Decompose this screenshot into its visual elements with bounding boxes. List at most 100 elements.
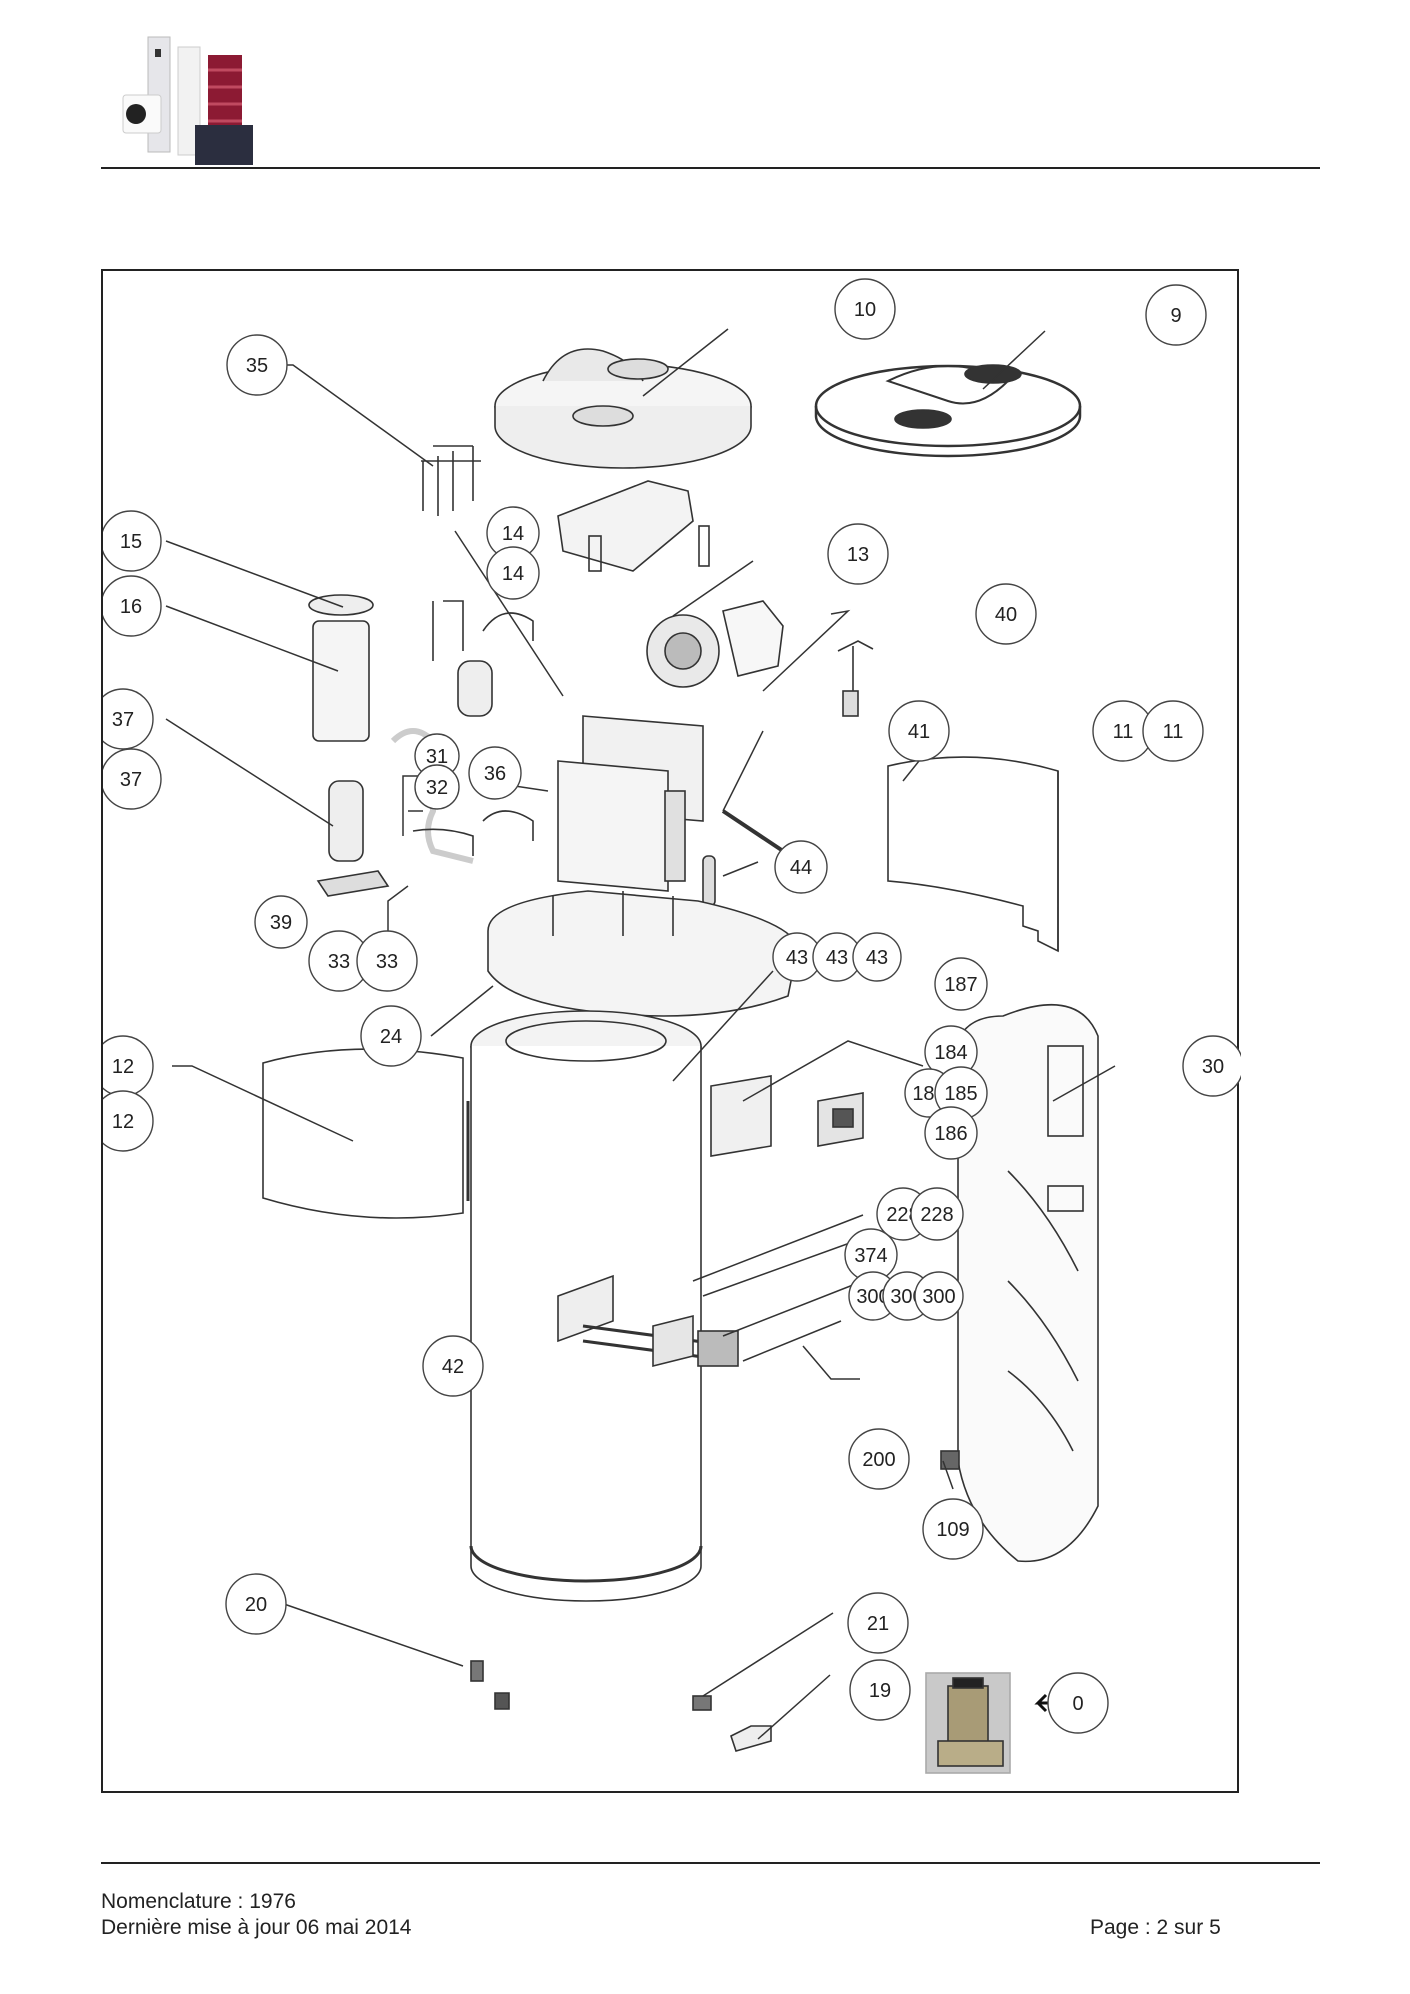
callout-label: 9 (1170, 305, 1181, 327)
callout-16: 16 (103, 575, 162, 637)
refrigerant-circuit (390, 600, 534, 864)
callout-circle (1182, 1035, 1241, 1097)
page-number: Page : 2 sur 5 (1090, 1916, 1221, 1939)
callout-label: 228 (920, 1204, 953, 1226)
callout-label: 41 (908, 721, 930, 743)
callout-circle (910, 1187, 964, 1241)
part-20 (470, 1660, 484, 1682)
callout-circle (1142, 700, 1204, 762)
callout-circle (827, 523, 889, 585)
callout-36: 36 (468, 746, 522, 800)
callout-label: 44 (790, 857, 812, 879)
callout-circle (103, 510, 162, 572)
part-19 (730, 1725, 772, 1752)
callout-label: 184 (934, 1042, 967, 1064)
callout-14: 14 (486, 546, 540, 600)
callout-label: 109 (936, 1519, 969, 1541)
callout-label: 33 (376, 951, 398, 973)
callout-185: 185 (934, 1066, 988, 1120)
callout-label: 31 (426, 746, 448, 768)
part-21 (692, 1695, 712, 1711)
callout-13: 13 (827, 523, 889, 585)
callout-30: 30 (1182, 1035, 1241, 1097)
callout-label: 40 (995, 604, 1017, 626)
callout-circle (975, 583, 1037, 645)
callout-label: 12 (112, 1111, 134, 1133)
callout-label: 42 (442, 1356, 464, 1378)
callout-label: 19 (869, 1680, 891, 1702)
product-range-logo-icon (103, 35, 273, 170)
callout-43: 43 (852, 932, 902, 982)
callout-42: 42 (422, 1335, 484, 1397)
callout-circle (922, 1498, 984, 1560)
callout-200: 200 (848, 1428, 910, 1490)
callout-186: 186 (924, 1106, 978, 1160)
callout-label: 21 (867, 1613, 889, 1635)
callout-label: 39 (270, 912, 292, 934)
callout-circle (360, 1005, 422, 1067)
callout-label: 374 (854, 1245, 887, 1267)
callout-39: 39 (254, 895, 308, 949)
callout-label: 36 (484, 763, 506, 785)
callout-circle (852, 932, 902, 982)
callout-label: 37 (120, 769, 142, 791)
callout-label: 12 (112, 1056, 134, 1078)
top-cover-10 (494, 348, 752, 469)
callout-label: 15 (120, 531, 142, 553)
callout-35: 35 (226, 334, 288, 396)
heating-element (557, 1274, 739, 1368)
callout-circle (774, 840, 828, 894)
callout-300: 300 (848, 1271, 898, 1321)
callout-circle (103, 575, 162, 637)
callout-label: 14 (502, 563, 524, 585)
last-updated-label: Dernière mise à jour 06 mai 2014 (101, 1916, 412, 1939)
callout-41: 41 (888, 700, 950, 762)
callout-label: 43 (866, 947, 888, 969)
callout-label: 30 (1202, 1056, 1224, 1078)
callout-109: 109 (922, 1498, 984, 1560)
side-panel-11 (887, 756, 1059, 953)
callout-circle (103, 688, 154, 750)
callout-0: 0 (1047, 1672, 1109, 1734)
callout-circle (468, 746, 522, 800)
callout-label: 33 (328, 951, 350, 973)
callout-circle (225, 1573, 287, 1635)
callout-21: 21 (847, 1592, 909, 1654)
callout-label: 14 (502, 523, 524, 545)
callout-label: 43 (786, 947, 808, 969)
callout-44: 44 (774, 840, 828, 894)
fan-13 (646, 600, 784, 688)
callout-label: 37 (112, 709, 134, 731)
callout-label: 300 (922, 1286, 955, 1308)
callout-circle (414, 764, 460, 810)
fan-housing-14 (557, 480, 710, 572)
callout-label: 13 (847, 544, 869, 566)
callout-label: 11 (1163, 721, 1184, 743)
callout-label: 11 (1113, 721, 1134, 743)
callout-label: 32 (426, 777, 448, 799)
callout-33: 33 (356, 930, 418, 992)
callout-circle (486, 546, 540, 600)
top-cover-9 (814, 364, 1082, 458)
callout-circle (924, 1106, 978, 1160)
callout-circle (849, 1659, 911, 1721)
callout-circle (226, 334, 288, 396)
callout-circle (848, 1428, 910, 1490)
callout-label: 300 (856, 1286, 889, 1308)
callout-31: 31 (414, 733, 460, 779)
sensor-40 (837, 640, 874, 717)
callout-label: 10 (854, 299, 876, 321)
evaporator-block (557, 715, 785, 907)
header-rule (101, 167, 1320, 169)
callout-circle (914, 1271, 964, 1321)
callout-9: 9 (1145, 284, 1207, 346)
callout-10: 10 (834, 278, 896, 340)
callout-circle (934, 957, 988, 1011)
callout-11: 11 (1142, 700, 1204, 762)
base-24 (487, 890, 799, 1017)
safety-valve-photo (925, 1672, 1063, 1774)
callout-circle (103, 1090, 154, 1152)
callout-24: 24 (360, 1005, 422, 1067)
part-x (494, 1692, 510, 1710)
